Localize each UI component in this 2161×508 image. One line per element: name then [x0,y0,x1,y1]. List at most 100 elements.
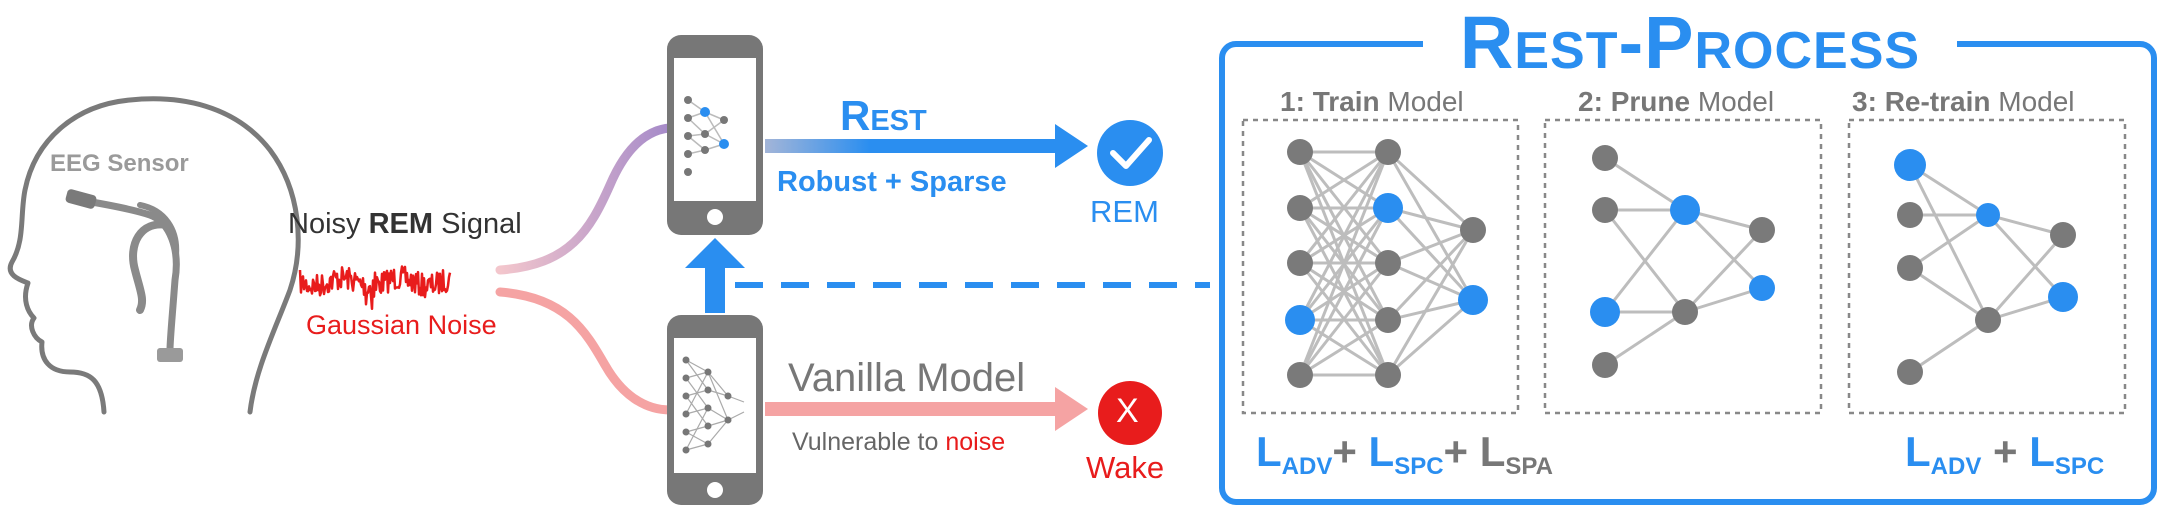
loss3-spc: SPC [2054,453,2105,480]
network-edge [1299,150,1389,210]
network-node [2050,222,2076,248]
network-edge [1387,298,1474,377]
step3-rest: Model [1990,86,2075,117]
network-retrain [1894,149,2078,385]
network-node [1592,197,1618,223]
loss1-adv: ADV [1281,453,1333,480]
network-node-active [1894,149,1926,181]
vanilla-arrow [765,387,1088,431]
step3-title: 3: Re-train Model [1852,86,2075,118]
network-node [1897,202,1923,228]
network-node [1287,139,1313,165]
loss1-l-adv: L [1256,428,1282,475]
network-node [1592,352,1618,378]
network-node-active [1749,275,1775,301]
phone-icon-vanilla [667,315,763,505]
vanilla-label: Vanilla Model [788,356,1026,400]
neural-network-icon [682,356,745,454]
network-node-active [1670,195,1700,225]
network-edge [1387,228,1474,265]
head-icon [7,96,301,415]
network-prune [1590,145,1775,378]
phone-icon-rest [667,35,763,235]
loss1-l-spa: L [1479,428,1506,475]
network-node [1897,359,1923,385]
step2-bold: Prune [1610,86,1691,117]
network-node [1375,250,1401,276]
network-edge [1386,151,1475,301]
network-node [1287,195,1313,221]
network-node-active [1976,203,2000,227]
vanilla-note-highlight: noise [945,428,1006,456]
network-edge [1298,151,1390,264]
network-node [1975,307,2001,333]
network-node-active [1590,297,1620,327]
step1-rest: Model [1379,86,1464,117]
network-node [1287,362,1313,388]
step3-num: 3: [1852,86,1885,117]
step2-title: 2: Prune Model [1578,86,1774,118]
loss1-spc: SPC [1394,453,1444,480]
step2-rest: Model [1690,86,1775,117]
network-node [1287,250,1313,276]
loss1-plus-b: + [1443,428,1469,475]
network-node [1375,307,1401,333]
loss1-plus-a: + [1332,428,1357,475]
rem-outcome-label: REM [1090,194,1159,229]
network-node [1375,139,1401,165]
x-icon [1098,381,1162,445]
loss-step3: LADV + LSPC [1905,428,2104,481]
network-edge [1986,213,2065,299]
network-edge [1298,207,1390,376]
step2-num: 2: [1578,86,1611,117]
curve-to-vanilla-model [495,287,675,415]
loss1-l-spc: L [1368,428,1395,475]
wake-outcome-label: Wake [1086,450,1165,485]
network-node [1749,217,1775,243]
network-edge [1299,318,1389,377]
loss3-l-adv: L [1905,428,1931,475]
step1-box [1241,118,1520,415]
network-edge [1683,228,1764,314]
network-edge [1298,151,1390,376]
sensor-label: EEG Sensor [50,150,189,177]
network-edge [1909,266,1989,322]
network-node-active [2048,282,2078,312]
rest-arrow [765,124,1088,168]
loss3-adv: ADV [1930,453,1982,480]
upgrade-arrow [685,238,745,313]
loss3-plus: + [1993,428,2018,475]
noise-label: Gaussian Noise [306,310,497,340]
curve-to-rest-model [495,123,675,275]
checkmark-icon [1097,120,1163,186]
network-edge [1683,208,1764,290]
neural-network-icon [684,96,729,176]
step1-num: 1: [1280,86,1313,117]
x-icon-glyph: X [1116,392,1139,430]
network-edge [1387,261,1474,302]
loss3-l-spc: L [2029,428,2055,475]
network-edge [1386,206,1475,302]
step1-title: 1: Train Model [1280,86,1464,118]
network-edge [1908,164,1990,321]
signal-label-suffix: Signal [433,208,522,240]
step3-bold: Re-train [1884,86,1991,117]
network-edge [1604,310,1686,367]
rest-label: Rest [840,92,927,139]
network-edge [1298,262,1390,376]
network-edge [1603,209,1687,313]
loss-step1: LADV+ LSPC+ LSPA [1256,428,1553,481]
rest-subtitle: Robust + Sparse [777,166,1007,198]
network-train [1285,139,1488,388]
loss1-spa: SPA [1505,453,1553,480]
network-edge [1386,150,1475,232]
vanilla-note-prefix: Vulnerable to [792,428,946,456]
network-edge [1386,229,1475,376]
network-node [1460,217,1486,243]
noisy-eeg-signal [298,265,452,311]
network-node-active [1373,193,1403,223]
network-node-active [1285,305,1315,335]
network-node-active [1458,285,1488,315]
network-edge [1386,228,1475,322]
